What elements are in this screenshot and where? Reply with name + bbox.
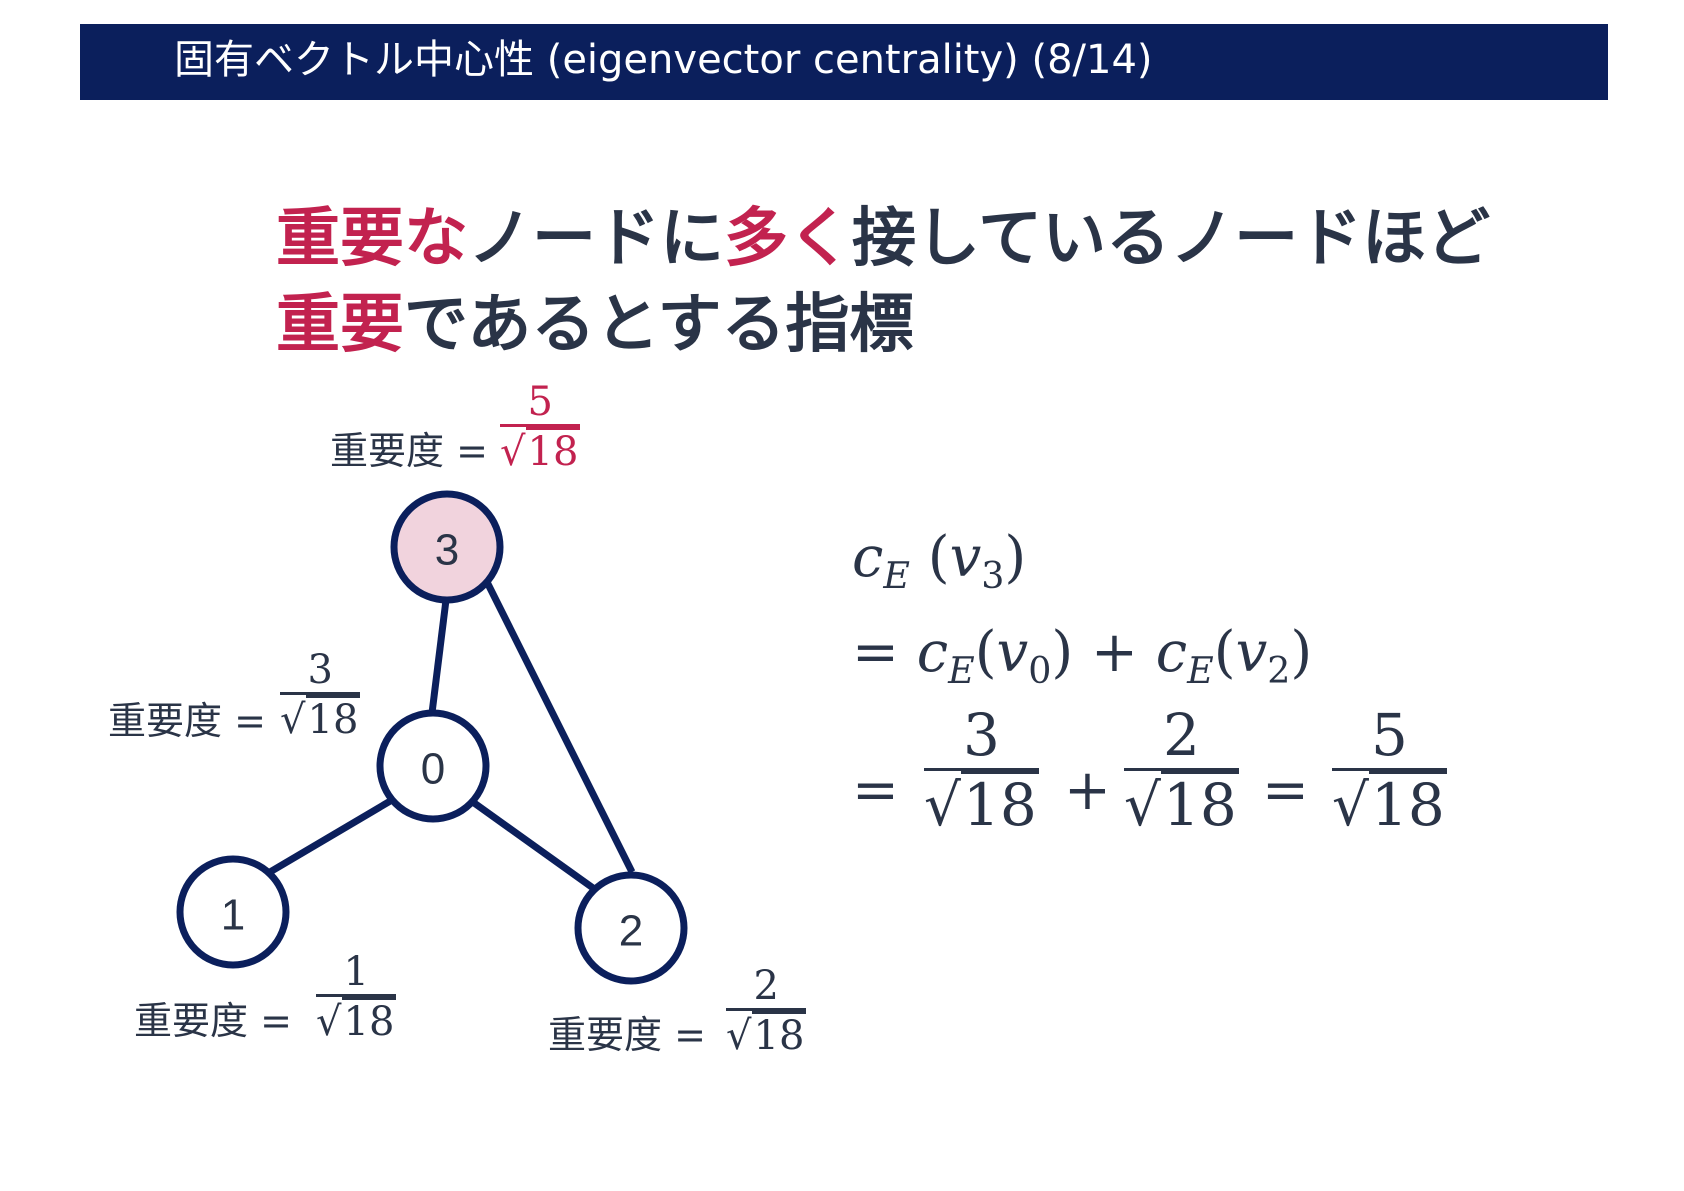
fraction-denominator: √18 — [500, 427, 581, 475]
importance-label-node1: 重要度 = — [134, 999, 292, 1043]
sqrt-symbol: √ — [280, 697, 306, 743]
edge-0-1 — [268, 796, 394, 876]
fraction-bar — [1124, 767, 1239, 771]
headline-segment: 重要な — [276, 202, 468, 276]
fraction-numerator: 1 — [343, 949, 369, 995]
fraction-denominator: √18 — [280, 695, 361, 743]
c-subscript: E — [883, 554, 910, 598]
c-symbol: c — [916, 620, 949, 685]
headline-segment: ノードに — [468, 202, 724, 276]
paren: ( — [1213, 620, 1236, 685]
headline-segment: 多く — [724, 202, 852, 276]
importance-fraction-node2: 2 √18 — [726, 963, 807, 1059]
sqrt-symbol: √ — [500, 429, 526, 475]
c-subscript: E — [1187, 649, 1214, 693]
importance-label-node3: 重要度 = — [330, 429, 488, 473]
fraction-numerator: 2 — [1162, 701, 1200, 769]
fraction-numerator: 5 — [527, 379, 553, 425]
v-symbol: v — [949, 525, 982, 590]
v-symbol: v — [996, 620, 1029, 685]
fraction-denominator: √18 — [924, 770, 1039, 839]
sqrt-symbol: √ — [924, 770, 961, 839]
c-subscript: E — [948, 649, 975, 693]
c-symbol: c — [1155, 620, 1188, 685]
importance-fraction-node1: 1 √18 — [316, 949, 397, 1045]
slide-title: 固有ベクトル中心性 (eigenvector centrality) (8/14… — [174, 37, 1153, 83]
importance-fraction-node0: 3 √18 — [280, 647, 361, 743]
radicand: 18 — [525, 427, 581, 475]
edge-0-2 — [467, 797, 603, 896]
fraction-numerator: 3 — [307, 647, 333, 693]
v-symbol: v — [1235, 620, 1268, 685]
radicand: 18 — [751, 1011, 807, 1059]
fraction-bar — [1332, 767, 1447, 771]
v-subscript: 0 — [1028, 649, 1052, 693]
paren: ) — [1051, 620, 1074, 685]
equation-line-2: = cE(v0) + cE(v2) — [852, 620, 1312, 692]
fraction-denominator: √18 — [1332, 770, 1447, 839]
header-bar: 固有ベクトル中心性 (eigenvector centrality) (8/14… — [80, 24, 1608, 100]
fraction-denominator: √18 — [1124, 770, 1239, 839]
fraction-bar — [316, 994, 397, 997]
fraction-bar — [924, 767, 1039, 771]
importance-fraction-node3: 5 √18 — [500, 379, 581, 475]
edge-3-0 — [428, 599, 450, 714]
sqrt-symbol: √ — [316, 999, 342, 1045]
radicand: 18 — [1368, 770, 1447, 839]
equals-sign: = — [852, 620, 899, 685]
v-subscript: 2 — [1267, 649, 1291, 693]
node-label-0: 0 — [421, 745, 445, 794]
node-label-1: 1 — [221, 891, 245, 940]
radicand: 18 — [341, 997, 397, 1045]
paren: ( — [974, 620, 997, 685]
fraction-bar — [500, 424, 581, 427]
equation-line-1: cE (v3) — [852, 525, 1026, 597]
sqrt-symbol: √ — [1124, 770, 1161, 839]
paren: ) — [1290, 620, 1313, 685]
fraction-bar — [726, 1008, 807, 1011]
fraction-numerator: 3 — [962, 701, 1000, 769]
fraction-denominator: √18 — [316, 997, 397, 1045]
headline: 重要なノードに多く接しているノードほど 重要であるとする指標 — [276, 196, 1490, 368]
v-subscript: 3 — [981, 554, 1005, 598]
edge-3-2 — [482, 578, 636, 874]
sqrt-symbol: √ — [726, 1013, 752, 1059]
fraction-denominator: √18 — [726, 1011, 807, 1059]
headline-segment: 重要 — [276, 288, 404, 362]
headline-segment: 接しているノードほど — [852, 202, 1491, 276]
node-label-2: 2 — [619, 907, 643, 956]
node-2 — [574, 871, 688, 985]
equation-fraction-3: 5 √18 — [1332, 701, 1447, 839]
node-label-3: 3 — [435, 526, 459, 575]
node-3 — [390, 490, 504, 604]
equals-sign-line-3b: = — [1262, 758, 1309, 823]
paren: ) — [1004, 525, 1027, 590]
radicand: 18 — [960, 770, 1039, 839]
node-1 — [176, 855, 290, 969]
c-symbol: c — [852, 525, 884, 590]
node-0 — [376, 709, 490, 823]
plus-sign: + — [1091, 620, 1138, 685]
sqrt-symbol: √ — [1332, 770, 1369, 839]
equation-fraction-2: 2 √18 — [1124, 701, 1239, 839]
plus-sign-line-3: + — [1064, 758, 1111, 823]
headline-line-1: 重要なノードに多く接しているノードほど — [276, 196, 1490, 282]
importance-label-node2: 重要度 = — [548, 1013, 706, 1057]
radicand: 18 — [305, 695, 361, 743]
headline-segment: であるとする指標 — [404, 288, 914, 362]
paren: ( — [927, 525, 950, 590]
importance-label-node0: 重要度 = — [108, 699, 266, 743]
fraction-numerator: 2 — [753, 963, 779, 1009]
fraction-numerator: 5 — [1370, 701, 1408, 769]
equals-sign-line-3: = — [852, 758, 899, 823]
fraction-bar — [280, 692, 361, 695]
radicand: 18 — [1160, 770, 1239, 839]
equation-fraction-1: 3 √18 — [924, 701, 1039, 839]
headline-line-2: 重要であるとする指標 — [276, 282, 1490, 368]
